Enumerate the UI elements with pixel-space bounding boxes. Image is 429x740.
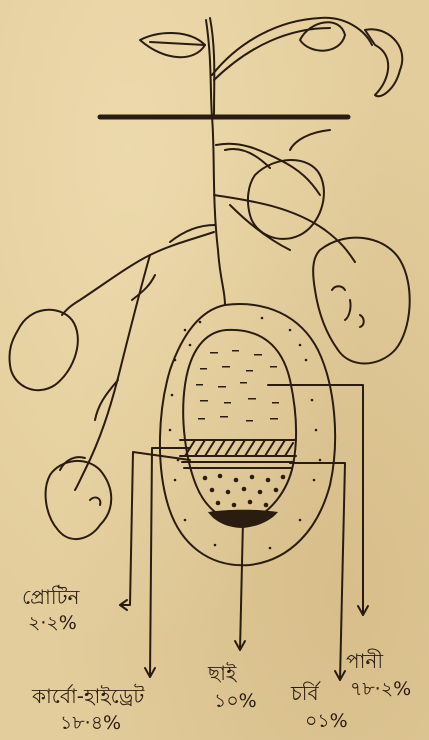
leaf-curled bbox=[365, 29, 402, 96]
fat-label: চর্বি bbox=[291, 682, 319, 704]
leader-water bbox=[268, 385, 363, 615]
ash-label: ছাই bbox=[208, 662, 236, 684]
branch-right bbox=[212, 18, 372, 75]
tuber-section-inner bbox=[183, 330, 296, 521]
stipple-dots bbox=[203, 474, 286, 508]
carbohydrate-value: ১৮·৪% bbox=[60, 712, 121, 734]
tuber-left bbox=[9, 310, 77, 390]
leader-protein bbox=[120, 452, 190, 605]
stem bbox=[206, 18, 214, 117]
carbohydrate-label: কার্বো-হাইড্রেট bbox=[32, 685, 144, 707]
tuber-upper-right bbox=[248, 160, 324, 239]
stolon-right-1 bbox=[216, 144, 320, 195]
protein-value: ২·২% bbox=[28, 612, 77, 634]
stipple-water bbox=[196, 350, 279, 422]
water-value: ৭৮·২% bbox=[350, 678, 411, 700]
small-tuber bbox=[46, 461, 112, 539]
ash-value: ১০% bbox=[214, 690, 257, 712]
stolon-right-2 bbox=[214, 195, 355, 262]
tuber-right bbox=[313, 238, 410, 364]
leader-ash bbox=[240, 520, 243, 650]
leader-carbohydrate bbox=[150, 448, 190, 677]
water-label: পানী bbox=[346, 650, 383, 672]
fat-value: ০১% bbox=[305, 710, 348, 732]
stolon-left-2 bbox=[75, 255, 150, 490]
protein-label: প্রোটিন bbox=[22, 586, 79, 608]
leaf-top bbox=[300, 22, 345, 50]
leader-fat bbox=[290, 463, 345, 680]
